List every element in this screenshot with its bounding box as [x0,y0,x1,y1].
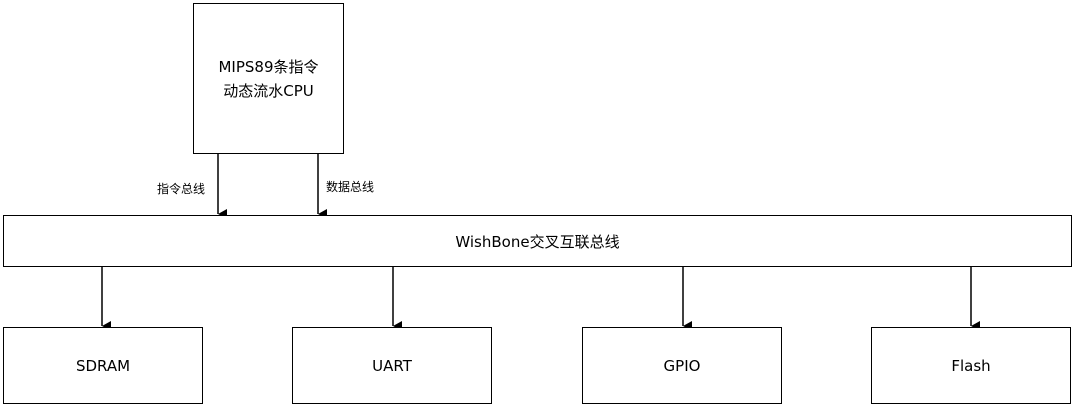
flash-block: Flash [871,327,1071,404]
instr-bus-label: 指令总线 [157,182,206,196]
sdram-block: SDRAM [3,327,203,404]
bus-label: WishBone交叉互联总线 [455,232,620,251]
flash-label: Flash [951,356,991,375]
sdram-label: SDRAM [75,356,131,375]
cpu-title-line2: 动态流水CPU [223,81,314,100]
wishbone-bus-block: WishBone交叉互联总线 [3,215,1072,267]
gpio-block: GPIO [582,327,782,404]
data-bus-label: 数据总线 [326,180,375,194]
uart-label: UART [372,356,412,375]
cpu-title-line1: MIPS89条指令 [218,57,319,76]
gpio-label: GPIO [663,356,701,375]
uart-block: UART [292,327,492,404]
cpu-block: MIPS89条指令 动态流水CPU [193,3,344,154]
